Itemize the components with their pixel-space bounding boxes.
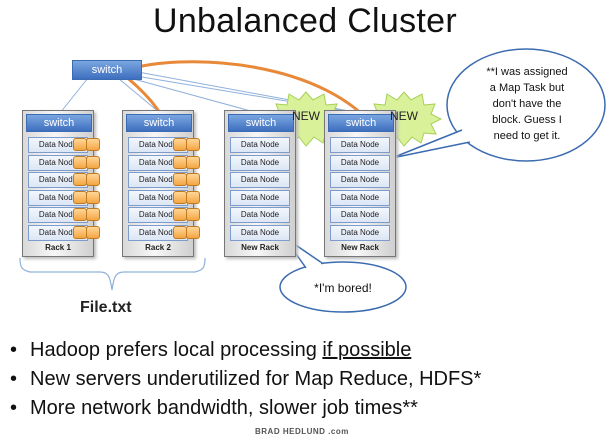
hdfs-block xyxy=(86,138,100,151)
new-badge-1: NEW xyxy=(292,109,320,123)
rack-label: New Rack xyxy=(241,243,279,252)
rack-switch: switch xyxy=(126,114,192,132)
link-core-rack1 xyxy=(59,77,89,114)
file-bracket xyxy=(19,257,206,291)
data-node: Data Node xyxy=(330,189,390,206)
hdfs-block-column xyxy=(86,138,100,244)
rack-switch: switch xyxy=(26,114,92,132)
hdfs-block xyxy=(73,190,87,204)
hdfs-block xyxy=(73,173,87,187)
bullet-underlined-text: if possible xyxy=(322,339,412,361)
rack-label: New Rack xyxy=(341,243,379,252)
assigned-callout-line: a Map Task but xyxy=(489,82,565,94)
rack-label: Rack 2 xyxy=(145,243,171,252)
data-node: Data Node xyxy=(230,189,290,206)
data-node: Data Node xyxy=(330,172,390,189)
hdfs-block xyxy=(186,208,200,222)
hdfs-block-column xyxy=(186,138,200,244)
link-core-newrack1 xyxy=(129,77,259,114)
assigned-callout-bubble xyxy=(446,48,606,162)
assigned-callout-line: **I was assigned xyxy=(486,66,568,78)
hdfs-block xyxy=(173,138,187,151)
link-core-rack2 xyxy=(117,77,161,114)
footer-credit: BRAD HEDLUND .com xyxy=(255,427,349,436)
hdfs-block xyxy=(173,225,187,239)
new-badge-2: NEW xyxy=(390,109,418,123)
hdfs-block xyxy=(73,208,87,222)
data-node: Data Node xyxy=(330,224,390,241)
assigned-callout-line: block. Guess I xyxy=(492,114,562,126)
bullet-text: More network bandwidth, slower job times… xyxy=(30,397,418,419)
bored-callout-text: *I'm bored! xyxy=(314,281,372,295)
slide-title: Unbalanced Cluster xyxy=(152,2,457,40)
bored-callout-bubble xyxy=(279,261,407,313)
rack-switch: switch xyxy=(328,114,394,132)
assigned-callout-line: need to get it. xyxy=(493,130,561,142)
file-label: File.txt xyxy=(80,299,132,316)
assigned-callout-text: **I was assigned a Map Task but don't have… xyxy=(468,64,586,144)
hdfs-block-column xyxy=(173,138,187,244)
hdfs-block xyxy=(86,173,100,187)
hdfs-block xyxy=(186,138,200,151)
hdfs-block-column xyxy=(73,138,87,244)
bullet-item: • New servers underutilized for Map Reduc… xyxy=(6,365,481,394)
hdfs-block xyxy=(86,208,100,222)
data-node: Data Node xyxy=(230,224,290,241)
bullet-dot: • xyxy=(10,368,18,390)
hdfs-block xyxy=(86,190,100,204)
hdfs-block xyxy=(186,173,200,187)
hdfs-block xyxy=(186,190,200,204)
hdfs-block xyxy=(173,173,187,187)
hdfs-block xyxy=(186,225,200,239)
assigned-callout-line: don't have the xyxy=(492,98,562,110)
hdfs-block xyxy=(73,155,87,169)
data-node: Data Node xyxy=(230,137,290,153)
hdfs-block xyxy=(73,225,87,239)
hdfs-block xyxy=(186,155,200,169)
bullet-dot: • xyxy=(10,397,18,419)
hdfs-block xyxy=(173,155,187,169)
bullet-dot: • xyxy=(10,339,18,361)
hdfs-block xyxy=(173,208,187,222)
hdfs-block xyxy=(173,190,187,204)
bullet-item: • Hadoop prefers local processing if poss… xyxy=(6,336,481,365)
data-node: Data Node xyxy=(330,154,390,171)
hdfs-block xyxy=(73,138,87,151)
rack-switch: switch xyxy=(228,114,294,132)
data-node: Data Node xyxy=(330,207,390,224)
data-node: Data Node xyxy=(230,207,290,224)
bullet-item: • More network bandwidth, slower job time… xyxy=(6,394,481,423)
bullet-text: New servers underutilized for Map Reduce… xyxy=(30,368,482,390)
data-node: Data Node xyxy=(230,154,290,171)
bullet-list: • Hadoop prefers local processing if poss… xyxy=(6,336,481,423)
hdfs-block xyxy=(86,155,100,169)
rack-label: Rack 1 xyxy=(45,243,71,252)
core-switch: switch xyxy=(72,60,142,80)
hdfs-block xyxy=(86,225,100,239)
data-node: Data Node xyxy=(230,172,290,189)
data-node: Data Node xyxy=(330,137,390,153)
bullet-text: Hadoop prefers local processing xyxy=(30,339,323,361)
